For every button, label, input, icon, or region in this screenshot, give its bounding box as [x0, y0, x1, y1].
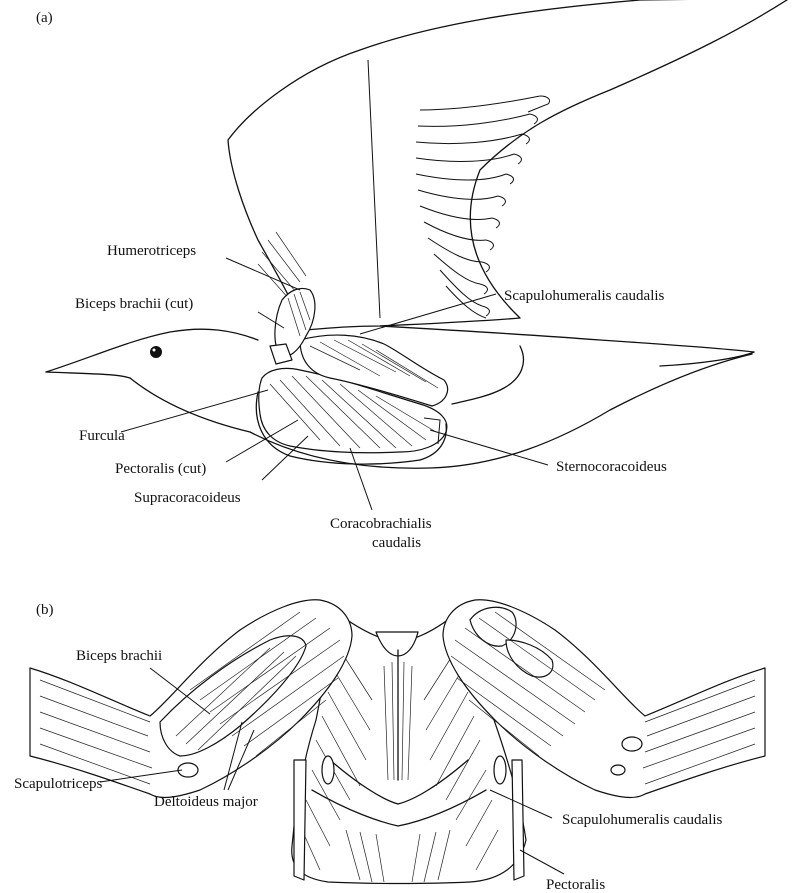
label-furcula: Furcula — [79, 428, 125, 444]
eye-icon — [150, 346, 162, 358]
label-biceps-brachii: Biceps brachii — [76, 648, 162, 664]
panel-a: (a) — [36, 0, 790, 551]
musculature-a — [256, 288, 447, 464]
label-pectoralis: Pectoralis — [546, 877, 605, 893]
panel-a-label: (a) — [36, 10, 53, 26]
label-humerotriceps: Humerotriceps — [107, 243, 196, 259]
panel-b: (b) — [14, 600, 765, 893]
label-deltoideus-major: Deltoideus major — [154, 794, 258, 810]
label-coracobrachialis: Coracobrachialis — [330, 516, 432, 532]
bird-wing — [228, 0, 790, 330]
label-scapulotriceps: Scapulotriceps — [14, 776, 102, 792]
label-scapulohumeralis-caudalis-b: Scapulohumeralis caudalis — [562, 812, 723, 828]
label-scapulohumeralis-caudalis-a: Scapulohumeralis caudalis — [504, 288, 665, 304]
label-caudalis: caudalis — [372, 535, 421, 551]
panel-b-label: (b) — [36, 602, 54, 618]
label-sternocoracoideus: Sternocoracoideus — [556, 459, 667, 475]
label-supracoracoideus: Supracoracoideus — [134, 490, 241, 506]
label-pectoralis-cut: Pectoralis (cut) — [115, 461, 206, 477]
label-biceps-brachii-cut: Biceps brachii (cut) — [75, 296, 193, 312]
